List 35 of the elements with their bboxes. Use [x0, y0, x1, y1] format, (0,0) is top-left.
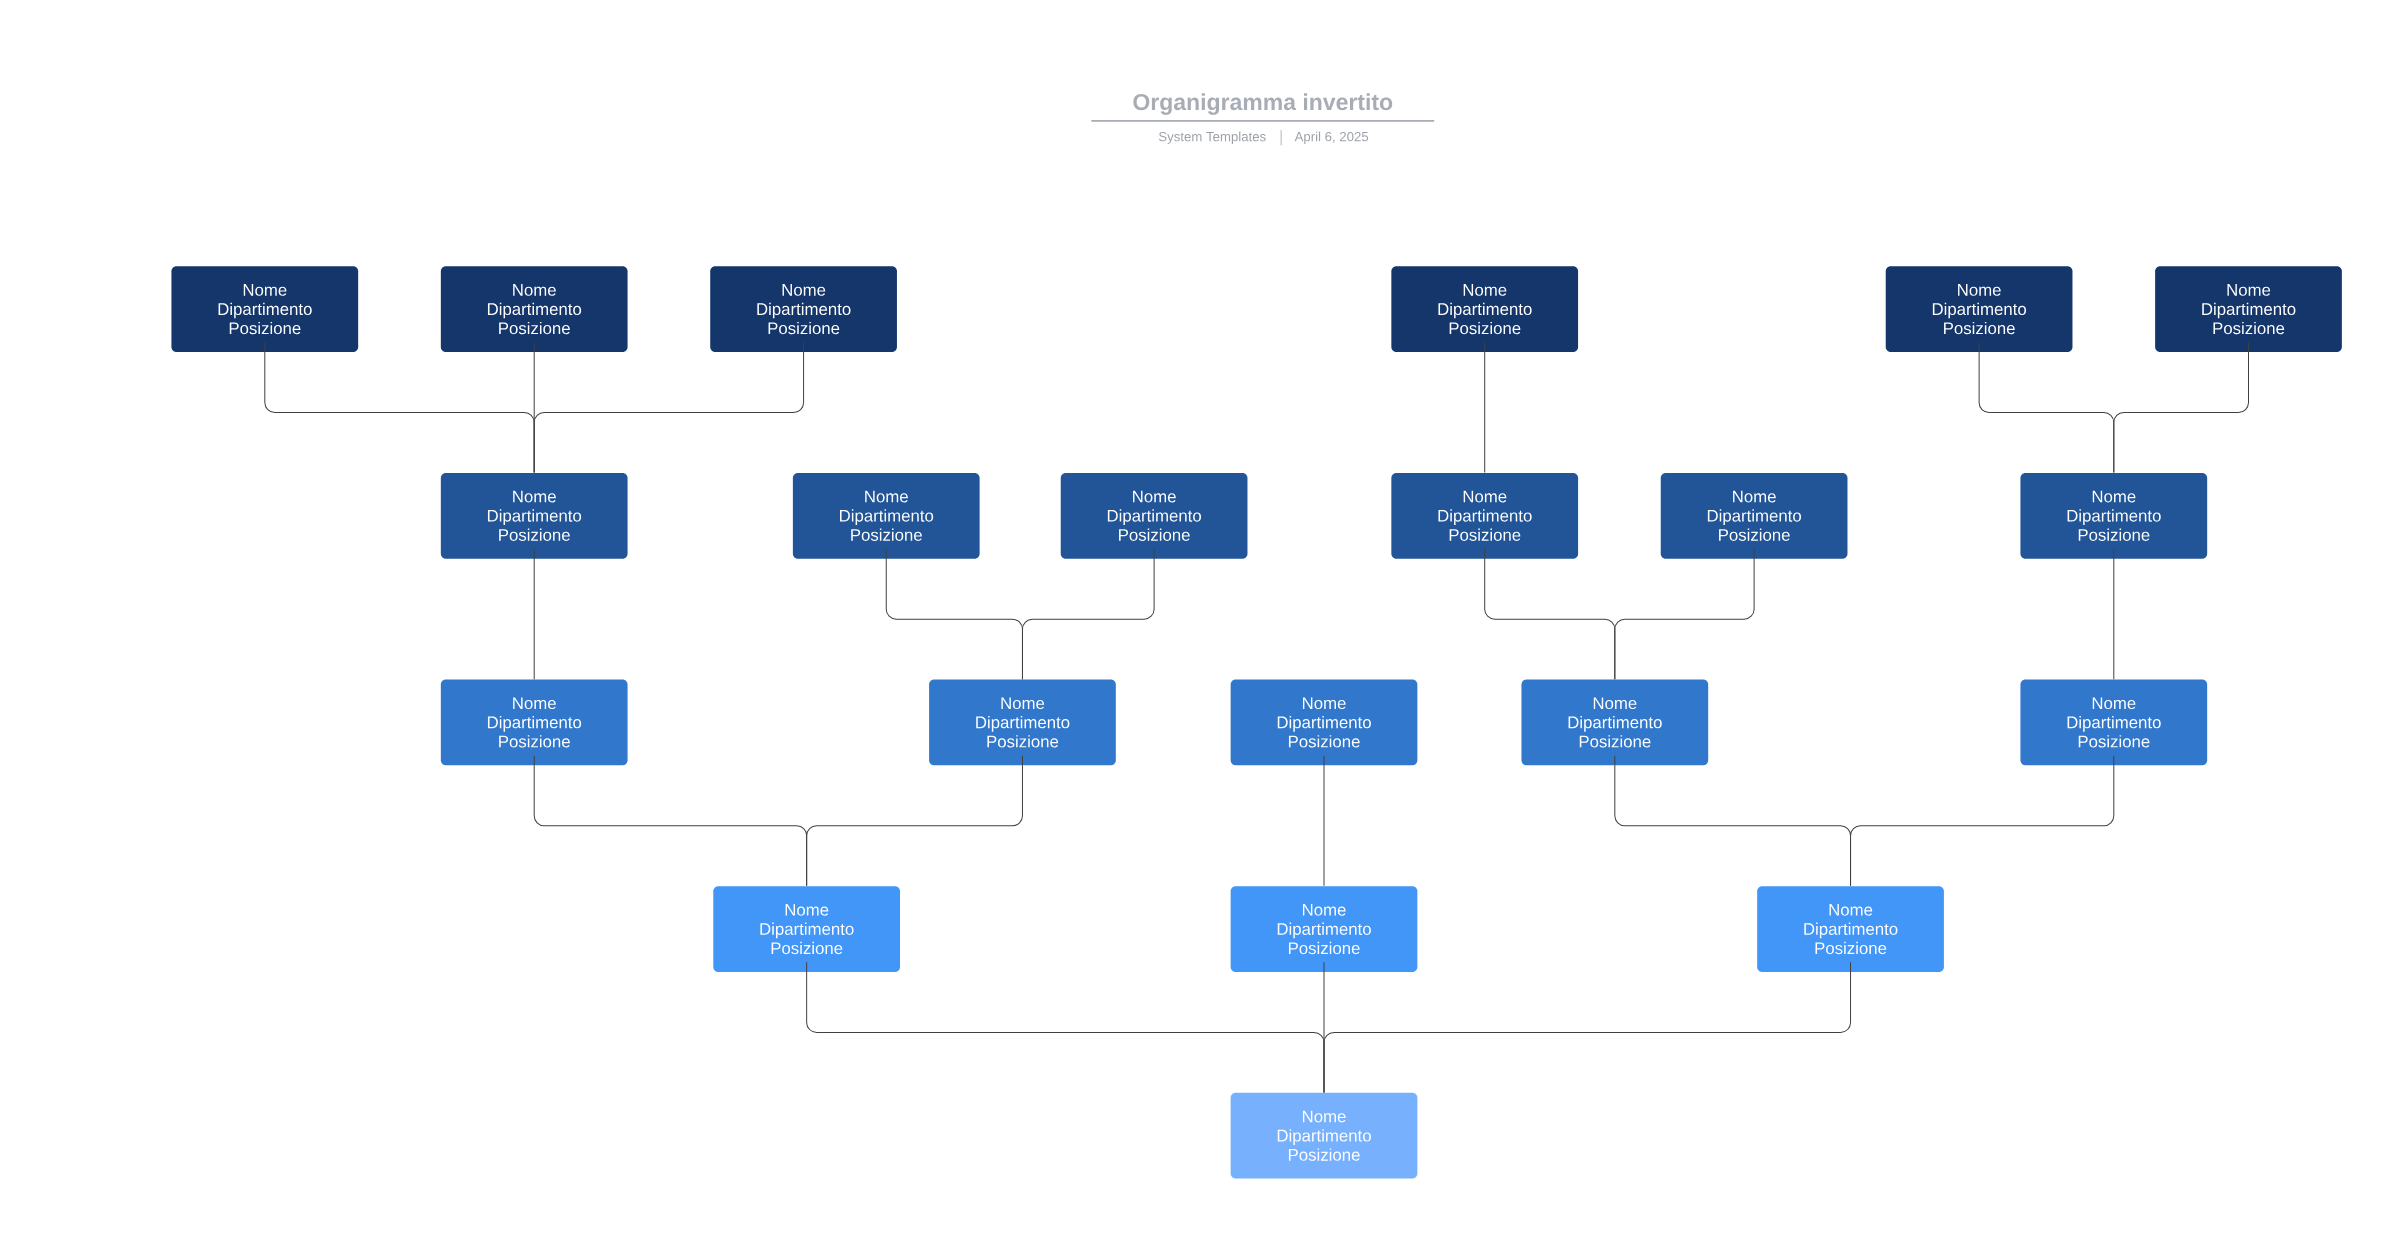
org-box: Nome Dipartimento Posizione: [440, 266, 628, 352]
org-box: Nome Dipartimento Posizione: [440, 679, 628, 766]
org-box: Nome Dipartimento Posizione: [1757, 886, 1944, 972]
org-box: Nome Dipartimento Posizione: [1060, 472, 1248, 559]
subtitle-text: System Templates: [1158, 131, 1266, 144]
connector-line: [1850, 755, 2115, 887]
org-box: Nome Dipartimento Posizione: [1230, 679, 1418, 766]
connector-line: [2113, 548, 2115, 680]
connector-line: [1614, 548, 1755, 680]
connector-line: [1021, 548, 1155, 680]
org-box: Nome Dipartimento Posizione: [171, 266, 359, 352]
subtitle-text: April 6, 2025: [1294, 131, 1369, 144]
org-box: Nome Dipartimento Posizione: [713, 886, 900, 972]
org-box: Nome Dipartimento Posizione: [1391, 266, 1579, 352]
org-box: Nome Dipartimento Posizione: [1885, 266, 2073, 352]
org-box: Nome Dipartimento Posizione: [710, 266, 897, 352]
org-box: Nome Dipartimento Posizione: [1521, 679, 1709, 766]
connector-line: [1323, 961, 1852, 1093]
org-box: Nome Dipartimento Posizione: [1660, 472, 1848, 559]
org-box: Nome Dipartimento Posizione: [1230, 886, 1418, 972]
connector-line: [806, 755, 1023, 887]
connector-line: [533, 548, 535, 680]
org-box: Nome Dipartimento Posizione: [792, 472, 980, 559]
org-box: Nome Dipartimento Posizione: [2155, 266, 2342, 352]
org-box: Nome Dipartimento Posizione: [1230, 1092, 1418, 1179]
org-box: Nome Dipartimento Posizione: [440, 472, 628, 559]
connector-line: [2113, 341, 2249, 473]
org-box: Nome Dipartimento Posizione: [2020, 679, 2208, 766]
org-box: Nome Dipartimento Posizione: [929, 679, 1116, 766]
connector-line: [1484, 341, 1486, 473]
title: Organigramma invertito: [1133, 93, 1393, 115]
connector-line: [1323, 755, 1325, 887]
org-box: Nome Dipartimento Posizione: [2020, 472, 2208, 559]
org-box: Nome Dipartimento Posizione: [1391, 472, 1579, 559]
connector-line: [533, 341, 805, 473]
